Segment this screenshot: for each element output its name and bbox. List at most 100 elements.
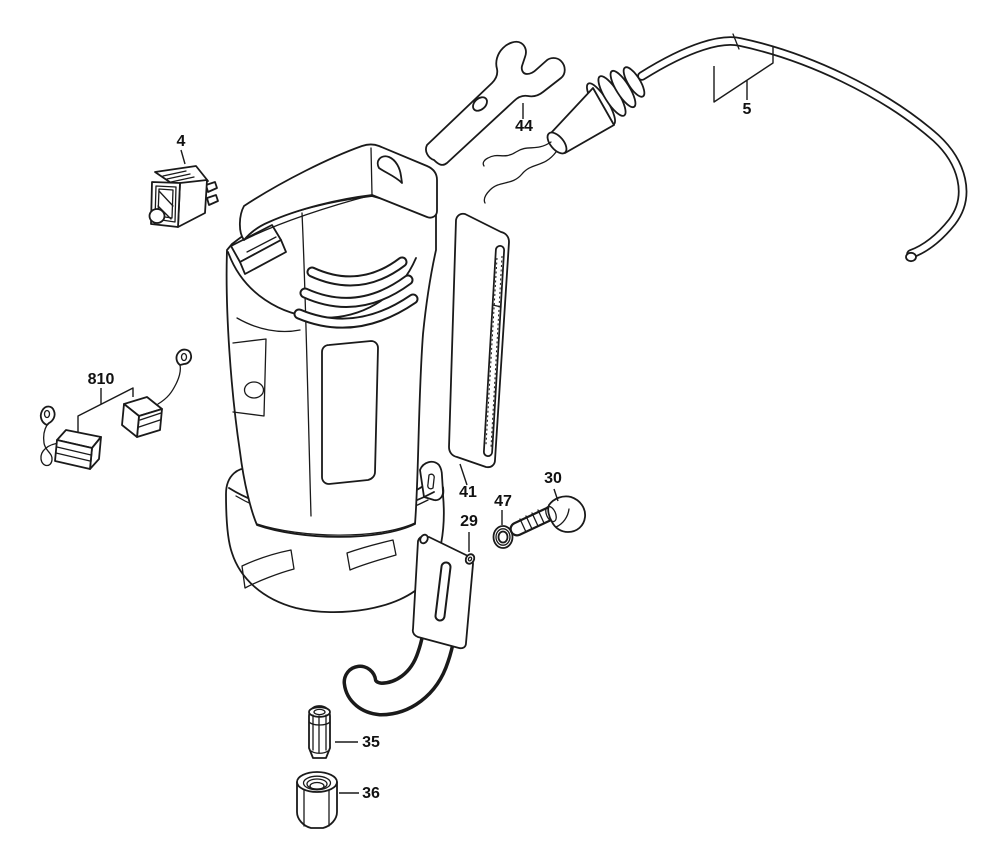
nut-thread: [309, 781, 325, 791]
callout-41: 41: [459, 463, 477, 501]
screw-knob: [547, 495, 586, 533]
guide-rod-tip-end: [467, 556, 473, 562]
front-recess: [321, 340, 379, 485]
callout-4: 4: [177, 133, 186, 165]
vent-slot: [295, 295, 417, 327]
brush-front: [54, 439, 93, 470]
switch-button: [148, 208, 166, 224]
cord-bend-crease: [732, 33, 740, 50]
callout-label-47: 47: [494, 493, 512, 510]
brush-wire: [157, 364, 182, 405]
edge-guide: [342, 533, 476, 717]
brush-layers: [138, 412, 162, 428]
callout-29: 29: [460, 513, 478, 552]
callouts: 4 810 44 5 41 29 47 30: [77, 47, 774, 802]
shoulder-block-slot: [246, 236, 277, 253]
callout-label-4: 4: [177, 133, 186, 150]
plate-scale-marks: [490, 255, 503, 448]
leader-41: [459, 463, 468, 486]
base-cutout-left: [241, 549, 295, 589]
terminal-hole: [180, 352, 188, 362]
cord-strain-relief: [546, 66, 646, 155]
cap-ridge: [243, 194, 373, 241]
cap-notch: [376, 155, 403, 184]
power-switch: [148, 165, 219, 228]
brush-terminal: [175, 348, 193, 366]
guide-rod-tip: [464, 553, 476, 565]
collet-nut: [296, 771, 338, 829]
motor-housing: [225, 143, 445, 613]
switch-bezel: [154, 185, 177, 223]
base-cutout-right: [346, 539, 397, 571]
knob-grip-line: [555, 508, 570, 528]
cord-outline: [637, 36, 968, 259]
ear-slot: [427, 473, 435, 490]
carbon-brush-set: [39, 348, 193, 470]
brush-terminal: [39, 405, 56, 426]
callout-47: 47: [494, 493, 512, 525]
boot-ferrule: [546, 131, 568, 155]
wing-screw: [509, 495, 586, 537]
shoulder-block-lower: [239, 239, 287, 275]
brush-layers: [55, 446, 92, 462]
cap-plate-edge: [370, 147, 373, 196]
vent-slot: [308, 258, 406, 285]
brush-wire: [40, 424, 61, 467]
collet-chamfer: [310, 750, 329, 754]
base-clamp-ear: [419, 460, 444, 502]
open-end-wrench: [425, 40, 566, 166]
switch-top-hatch: [162, 170, 195, 183]
washer: [492, 525, 514, 549]
wrench-hang-hole: [472, 96, 488, 112]
left-face-contour: [236, 317, 301, 333]
leader-5: [713, 47, 774, 103]
vent-slots: [293, 256, 419, 329]
wrench-body: [425, 40, 566, 166]
collet: [308, 705, 331, 759]
switch-terminal: [205, 181, 218, 193]
leader-4: [180, 149, 186, 165]
collet-slits: [312, 714, 327, 754]
nut-hex-edges: [303, 789, 330, 827]
callout-label-44: 44: [515, 118, 533, 135]
left-face-boss: [243, 381, 265, 399]
switch-terminal: [206, 194, 219, 206]
brush-front: [121, 403, 140, 438]
cord-end-tip: [905, 251, 917, 263]
plate-slot-core: [484, 246, 504, 456]
callout-30: 30: [544, 470, 562, 502]
guide-plate: [448, 212, 510, 469]
callout-36: 36: [339, 785, 380, 802]
nut-body: [296, 781, 338, 829]
collet-top: [308, 706, 331, 718]
callout-label-810: 810: [88, 371, 115, 388]
collet-bore: [313, 708, 326, 716]
washer-bore: [497, 530, 509, 544]
switch-side-face: [177, 179, 208, 228]
washer-mid: [495, 528, 511, 546]
guide-slot-core: [436, 563, 450, 620]
lead-wire: [483, 151, 557, 204]
callout-label-41: 41: [459, 484, 477, 501]
screw-threads: [519, 509, 545, 533]
callout-810: 810: [77, 371, 134, 432]
callout-44: 44: [515, 103, 533, 135]
guide-rod-tip: [419, 533, 429, 545]
terminal-hole: [43, 409, 51, 419]
callout-label-36: 36: [362, 785, 380, 802]
knob-hub: [545, 505, 557, 523]
callout-label-5: 5: [743, 101, 752, 118]
callout-label-29: 29: [460, 513, 478, 530]
vent-slot: [301, 276, 412, 306]
power-cord: [637, 33, 968, 263]
column-bottom-joint: [256, 522, 416, 536]
screw-shaft-core: [511, 508, 555, 535]
callout-5: 5: [713, 47, 774, 118]
cord-core: [639, 38, 966, 257]
leader-810: [77, 387, 134, 432]
plate-slot-step: [492, 304, 502, 308]
callout-35: 35: [335, 734, 380, 751]
cord-leads: [482, 141, 557, 204]
